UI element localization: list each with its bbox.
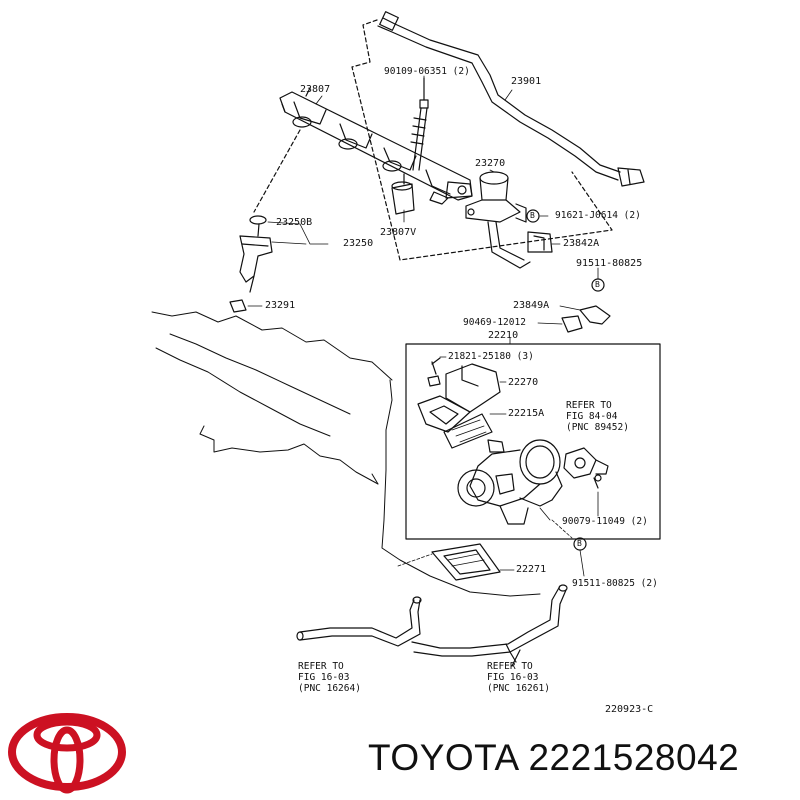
- label-22210: 22210: [488, 330, 519, 341]
- toyota-logo: [8, 713, 126, 794]
- label-23842a: 23842A: [563, 238, 600, 249]
- mark-b-1: B: [530, 211, 535, 220]
- label-22215a: 22215A: [508, 408, 545, 419]
- label-90079: 90079-11049 (2): [562, 516, 648, 527]
- bracket: [561, 305, 611, 333]
- reference-fig-84: REFER TO FIG 84-04 (PNC 89452): [566, 400, 629, 433]
- idle-air-valve: [417, 363, 501, 433]
- label-22271: 22271: [516, 564, 547, 575]
- bolt: [410, 77, 429, 171]
- label-90469: 90469-12012: [463, 317, 526, 328]
- label-91621: 91621-J0614 (2): [555, 210, 641, 221]
- fuel-hose: [377, 11, 645, 187]
- label-23901: 23901: [511, 76, 542, 87]
- label-23849a: 23849A: [513, 300, 550, 311]
- reference-fig-16-b: REFER TO FIG 16-03 (PNC 16261): [487, 661, 550, 694]
- gasket-22271: [431, 543, 501, 581]
- label-23250: 23250: [343, 238, 374, 249]
- throttle-group-box: [405, 343, 661, 540]
- label-23807: 23807: [300, 84, 331, 95]
- hose-boundary-dashed: [351, 19, 613, 261]
- reference-fig-16-a: REFER TO FIG 16-03 (PNC 16264): [298, 661, 361, 694]
- fuel-injector: [239, 215, 273, 293]
- brand-line: TOYOTA 2221528042: [368, 737, 739, 779]
- label-91511-a: 91511-80825: [576, 258, 643, 269]
- label-23807v: 23807V: [380, 227, 417, 238]
- label-23291: 23291: [265, 300, 296, 311]
- fuel-rail: [279, 87, 473, 205]
- rail-insulator: [391, 173, 415, 215]
- label-91511-b: 91511-80825 (2): [572, 578, 658, 589]
- brand-name: TOYOTA: [368, 737, 518, 778]
- label-23270: 23270: [475, 158, 506, 169]
- screws: [427, 357, 441, 387]
- label-22270: 22270: [508, 377, 539, 388]
- mark-b-2: B: [595, 280, 600, 289]
- label-21821: 21821-25180 (3): [448, 351, 534, 362]
- hose-clip: [527, 231, 553, 253]
- diagram-code: 220923-C: [605, 704, 654, 715]
- injector-cap: [229, 299, 247, 313]
- injector-dashed-line: [253, 129, 301, 213]
- label-90109: 90109-06351 (2): [384, 66, 470, 77]
- engine-outline: [151, 311, 541, 597]
- gasket-22215a: [443, 413, 493, 449]
- part-number: 2221528042: [528, 737, 740, 778]
- label-23250b: 23250B: [276, 217, 313, 228]
- water-hoses: [296, 584, 568, 667]
- pressure-regulator: [465, 171, 531, 269]
- throttle-body: [457, 439, 563, 525]
- throttle-position-sensor: [563, 447, 609, 489]
- mark-b-3: B: [577, 539, 582, 548]
